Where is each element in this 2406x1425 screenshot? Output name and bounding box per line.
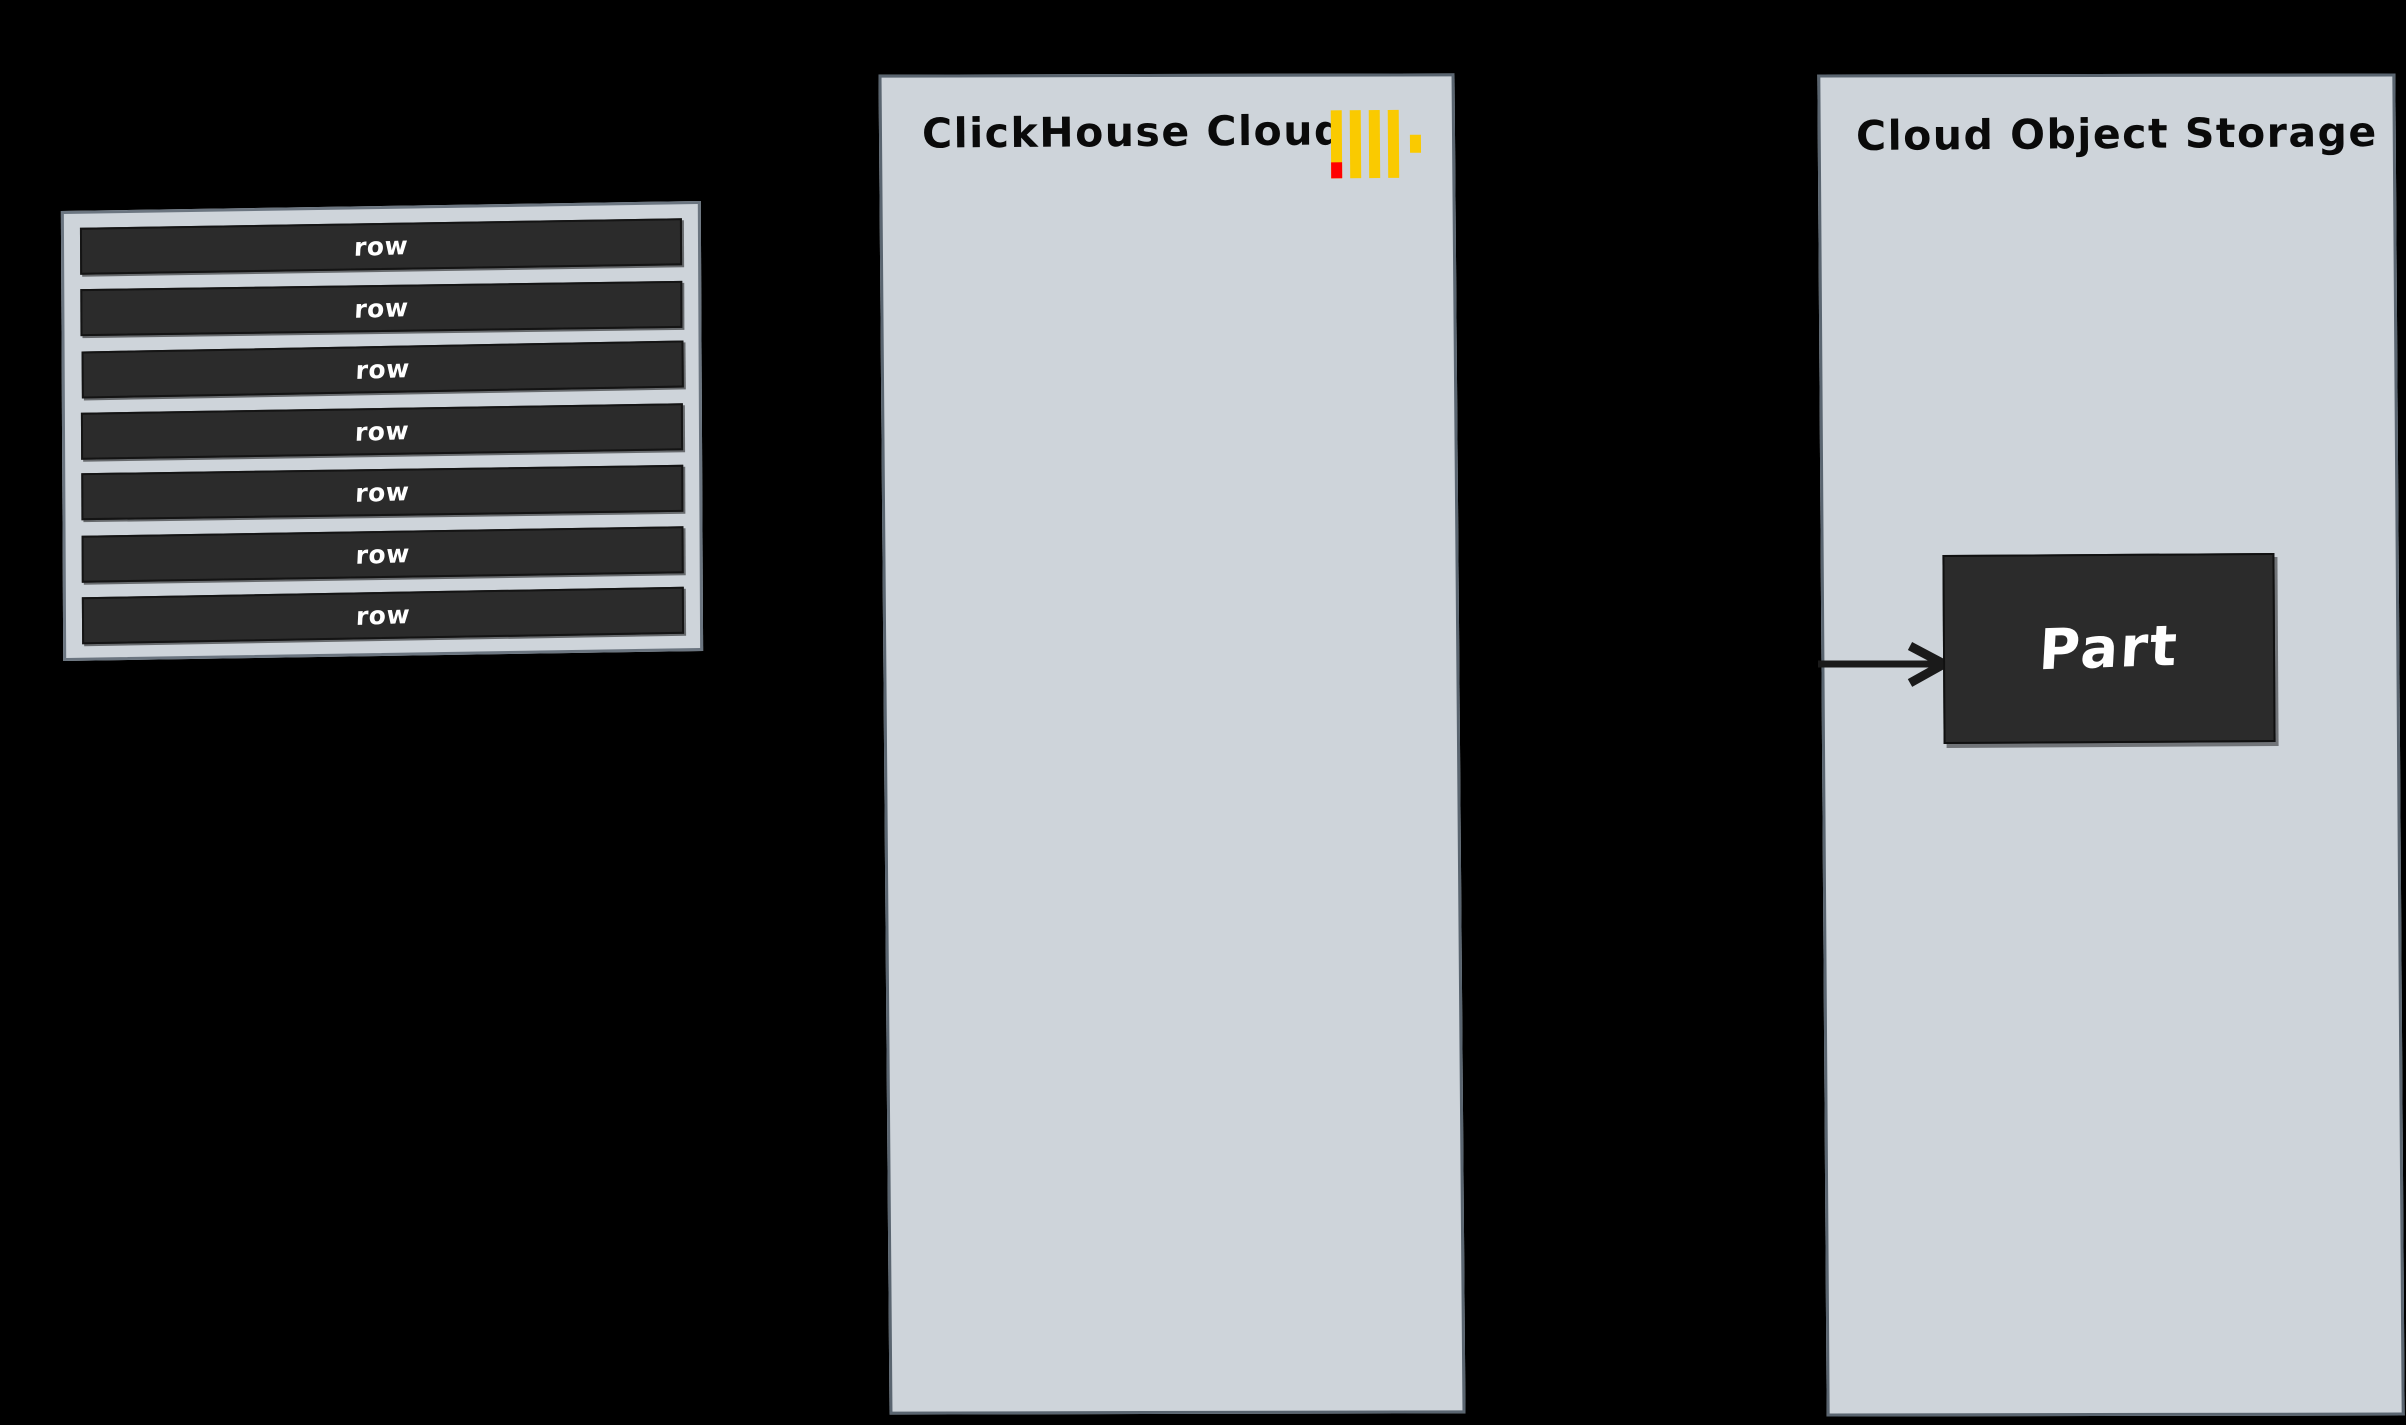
row-label: row: [354, 477, 411, 508]
part-label: Part: [2037, 613, 2181, 684]
cloud-object-storage-panel: [1817, 73, 2405, 1417]
row-label: row: [354, 415, 410, 447]
logo-bar: [1368, 109, 1381, 179]
table-row: row: [80, 280, 683, 336]
table-row: row: [81, 340, 684, 399]
row-label: row: [353, 231, 409, 262]
table-row: row: [81, 464, 684, 521]
row-label: row: [354, 538, 411, 570]
row-label: row: [355, 600, 411, 631]
table-row: row: [81, 525, 684, 583]
clickhouse-cloud-title: ClickHouse Cloud: [921, 106, 1345, 158]
logo-bar: [1349, 110, 1362, 179]
row-label: row: [354, 353, 411, 385]
logo-bar: [1387, 109, 1400, 178]
cloud-object-storage-title: Cloud Object Storage: [1855, 107, 2378, 161]
part-block: Part: [1942, 552, 2276, 745]
logo-accent-square: [1331, 162, 1343, 179]
rows-table-panel: row row row row row row row: [60, 200, 704, 662]
table-row: row: [81, 586, 685, 645]
clickhouse-cloud-panel: [878, 73, 1466, 1415]
table-row: row: [80, 402, 684, 460]
logo-dash: [1409, 134, 1422, 153]
clickhouse-logo-icon: [1330, 109, 1428, 189]
table-row: row: [79, 218, 683, 275]
row-label: row: [353, 292, 410, 324]
